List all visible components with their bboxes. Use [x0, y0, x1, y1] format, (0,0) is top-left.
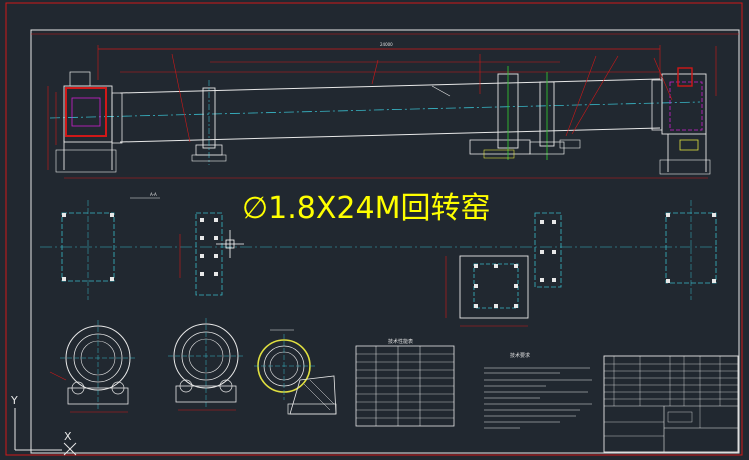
cross-section-drive	[254, 329, 337, 415]
cross-section-1	[49, 320, 136, 413]
svg-text:技术要求: 技术要求	[510, 352, 530, 359]
svg-text:24000: 24000	[380, 42, 393, 47]
svg-text:A-A: A-A	[150, 192, 157, 197]
drawing-title: ∅1.8X24M回转窑	[242, 191, 490, 226]
drawing-frame	[30, 29, 740, 454]
kiln-elevation-view: 24000	[47, 42, 717, 199]
ucs-x-label: X	[64, 430, 72, 443]
ucs-y-label: Y	[10, 394, 18, 407]
foundation-plan-left	[40, 200, 720, 300]
technical-requirements-notes: 技术要求	[484, 352, 592, 429]
cross-section-2	[168, 318, 244, 411]
ucs-icon	[14, 408, 77, 456]
title-block	[603, 355, 739, 453]
outer-border	[5, 2, 743, 456]
foundation-plan-right	[665, 200, 717, 300]
foundation-plan-pier1	[179, 212, 244, 296]
foundation-plan-drive	[445, 212, 562, 327]
svg-text:技术性能表: 技术性能表	[388, 338, 413, 345]
technical-parameter-table: 技术性能表	[355, 338, 455, 427]
